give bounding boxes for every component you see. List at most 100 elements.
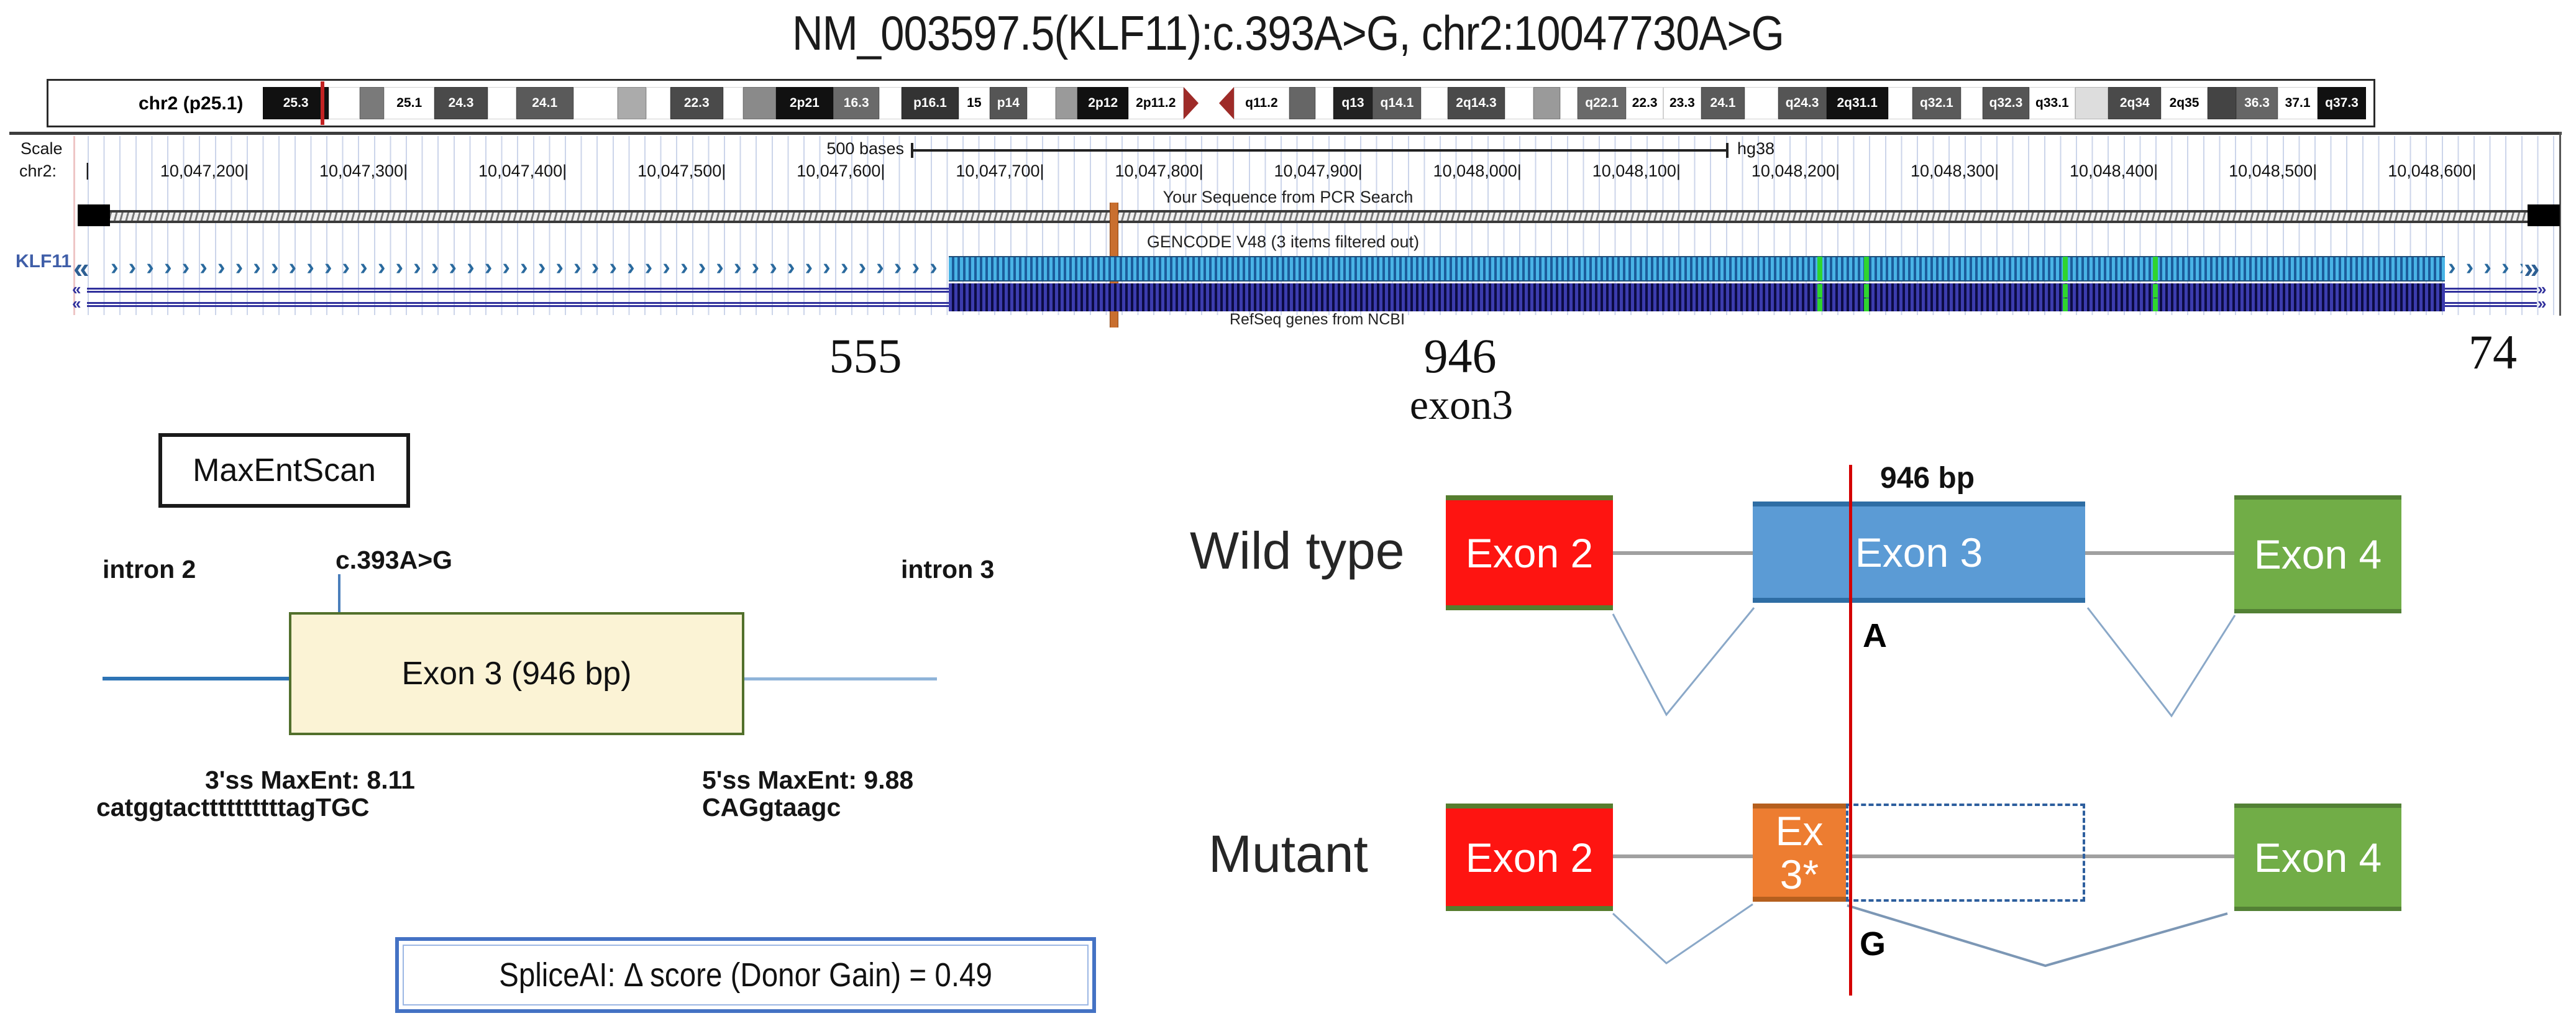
ideogram-band [359,87,384,119]
maxentscan-box: MaxEntScan [158,433,410,508]
coordinate-tick-label: 10,047,300| [319,162,408,180]
ideogram-position-marker [321,81,324,125]
ideogram-band-36.3: 36.3 [2236,87,2278,119]
exon-green-mark [1864,298,1869,311]
coordinate-tick-label: 10,047,200| [160,162,249,180]
coordinate-tick-label: 10,047,500| [637,162,726,180]
wild-splice-line-right [2086,607,2236,718]
donor-sequence: CAGgtaagc [702,793,841,822]
ideogram-band-24.1: 24.1 [516,87,573,119]
refseq-track-title: RefSeq genes from NCBI [1229,311,1405,328]
transcript2-intron-line-right [2445,288,2537,293]
ideogram-band-24.1: 24.1 [1701,87,1745,119]
mutant-skipped-region-box [1846,804,2085,902]
transcript2-end-chevron-icon: » [2537,280,2547,298]
ideogram-band [2207,87,2236,119]
ideogram-band-q13: q13 [1333,87,1373,119]
pcr-track-right-box [2528,204,2560,226]
ideogram-band-q22.1: q22.1 [1578,87,1627,119]
transcript-end-chevron-icon: » [2524,252,2540,284]
ideogram-band-22.3: 22.3 [670,87,723,119]
coordinate-tick-label: 10,048,100| [1592,162,1681,180]
wild-type-row-label: Wild type [1190,521,1405,580]
ideogram-band-2p12: 2p12 [1077,87,1128,119]
coordinate-tick-label: 10,048,400| [2070,162,2158,180]
coordinate-tick-label: 10,047,900| [1274,162,1363,180]
exon-green-mark [1817,284,1822,298]
segment-size-left: 555 [829,329,902,383]
ideogram-band-q33.1: q33.1 [2029,87,2076,119]
assembly-label: hg38 [1737,139,1775,158]
ideogram-band-16.3: 16.3 [833,87,880,119]
gencode-track-title: GENCODE V48 (3 items filtered out) [1146,232,1420,251]
ideogram-band-p16.1: p16.1 [901,87,959,119]
ideogram-band-25.3: 25.3 [263,87,329,119]
exon-green-mark [1817,257,1822,281]
variant-vertical-line [1849,465,1852,996]
transcript3-exon-bar [949,298,2445,311]
ideogram-band [1745,87,1778,119]
ideogram-band-q37.3: q37.3 [2318,87,2366,119]
exon-green-mark [2063,298,2068,311]
reference-base-label: A [1863,617,1887,654]
intron-arrowline-left: ››››››››››››››››››››››››››››››››››››››››… [111,254,946,280]
mutant-exon4-box: Exon 4 [2234,804,2401,911]
ideogram-band-2q35: 2q35 [2161,87,2208,119]
ideogram-band [617,87,646,119]
exon-green-mark [2153,298,2158,311]
gene-symbol-label: KLF11 [16,251,72,272]
pcr-track-hatched-line [110,210,2528,223]
exon-green-mark [1817,298,1822,311]
wild-exon4-box: Exon 4 [2234,495,2401,613]
browser-label-separator [73,136,75,315]
wild-exon3-box: Exon 3 [1753,502,2085,603]
ideogram-band [573,87,618,119]
segment-size-right: 74 [2469,325,2517,379]
ideogram-band [1505,87,1534,119]
ideogram-band-37.1: 37.1 [2278,87,2318,119]
ideogram-band-24.3: 24.3 [434,87,488,119]
transcript-start-chevron-icon: « [73,252,89,284]
ideogram-band-q24.3: q24.3 [1778,87,1827,119]
ideogram-band [879,87,902,119]
gencode-exon3-bar [949,256,2445,282]
ideogram-band-2p11.2: 2p11.2 [1128,87,1184,119]
transcript3-intron-line-right [2445,302,2537,307]
coordinate-tick-label: 10,047,700| [956,162,1044,180]
ideogram-band [1289,87,1316,119]
transcript2-intron-line-left [87,288,949,293]
scalebar-left-tick [911,143,913,158]
pcr-track-title: Your Sequence from PCR Search [1162,188,1414,206]
coordinate-tick-label: 10,047,400| [478,162,567,180]
browser-panel-right-border [2559,132,2561,316]
first-coordinate-tick: | [85,160,90,180]
coordinate-tick-label: 10,048,500| [2229,162,2318,180]
figure-title: NM_003597.5(KLF11):c.393A>G, chr2:100477… [792,6,1784,60]
coordinate-tick-label: 10,047,600| [797,162,885,180]
ideogram-band [1560,87,1578,119]
ideogram-band [1533,87,1560,119]
exon-green-mark [1864,257,1869,281]
mutant-exon2-box: Exon 2 [1446,804,1613,911]
intron2-label: intron 2 [103,555,196,584]
ideogram-band-q14.1: q14.1 [1372,87,1422,119]
donor-maxent-score: 5'ss MaxEnt: 9.88 [702,766,914,794]
ideogram-band [723,87,743,119]
transcript3-intron-line-left [87,302,949,307]
variant-annotation-label: c.393A>G [336,546,453,574]
ideogram-band-23.3: 23.3 [1663,87,1701,119]
exon-green-mark [1864,284,1869,298]
intron-arrowline-right: ›››››››› [2448,254,2523,280]
ideogram-band [1056,87,1078,119]
ideogram-band-2q14.3: 2q14.3 [1447,87,1505,119]
wild-intron2-connector [1613,551,1753,555]
exon3-caption: exon3 [1409,381,1514,428]
transcript2-start-chevron-icon: « [72,280,81,298]
wild-exon3-label: Exon 3 [1855,529,1983,575]
scalebar-line [911,149,1729,152]
wild-splice-line-left [1612,607,1755,717]
centromere-icon [1183,87,1235,119]
acceptor-sequence: catggtacttttttttttagTGC [96,793,370,822]
